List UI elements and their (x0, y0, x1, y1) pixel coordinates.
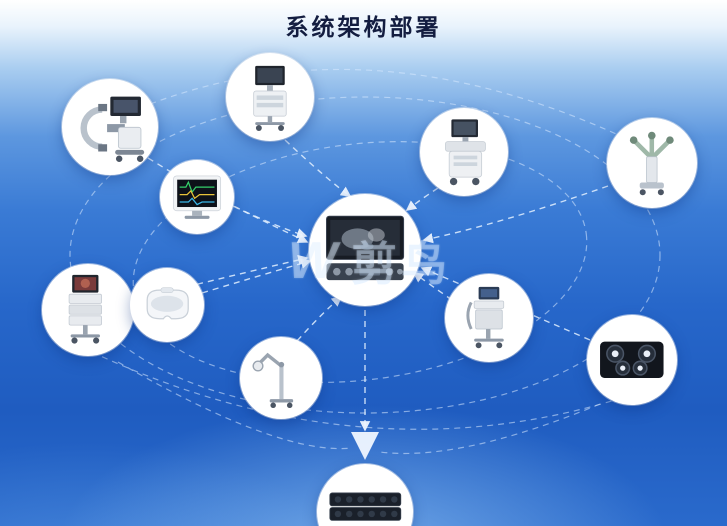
node-surgical-arm-stand (240, 337, 322, 419)
c-arm-xray-icon (80, 96, 144, 162)
link-arm-center (296, 295, 343, 342)
link-vr-center (201, 258, 312, 294)
equipment-cart-icon (466, 286, 505, 349)
bottom-arc (91, 351, 629, 430)
medical-cart-monitor-icon (253, 65, 287, 131)
vr-headset-icon (146, 287, 189, 320)
surgical-lights-icon (600, 341, 664, 379)
link-trolley-center (284, 139, 352, 197)
node-monitor-trolley (226, 53, 314, 141)
endoscopy-tower-icon (69, 275, 103, 344)
node-endoscopy-tower (42, 264, 134, 356)
surgical-arm-icon (252, 352, 293, 408)
node-equipment-cart (445, 274, 533, 362)
central-console-icon (325, 215, 405, 281)
node-ultrasound-cart (420, 108, 508, 196)
server-rack-icon (329, 492, 401, 521)
surgical-robot-icon (630, 132, 674, 196)
node-server-rack (317, 464, 413, 526)
node-central-console (309, 194, 421, 306)
node-surgical-lights (587, 315, 677, 405)
page-title: 系统架构部署 (285, 14, 442, 40)
down-arrowhead (351, 432, 379, 460)
node-c-arm-xray (62, 79, 158, 175)
node-patient-monitor (160, 160, 234, 234)
node-vr-headset (130, 268, 204, 342)
converge-right (379, 403, 601, 455)
top-arc (139, 68, 626, 139)
node-surgical-robot (607, 118, 697, 208)
link-monitor-center (232, 205, 309, 243)
link-cart-center (412, 272, 453, 301)
ultrasound-machine-icon (445, 119, 486, 186)
patient-monitor-icon (173, 175, 221, 219)
